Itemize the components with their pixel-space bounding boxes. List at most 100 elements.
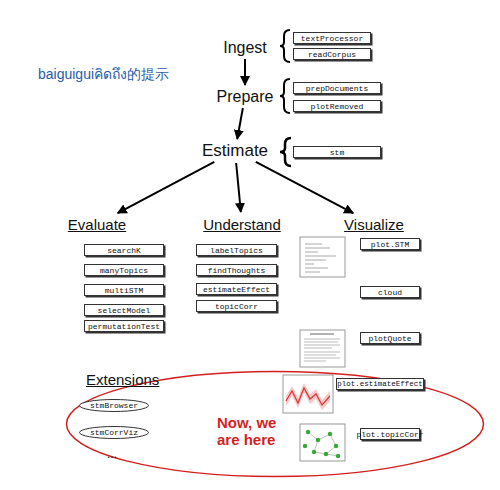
extension-ellipse: stmCorrViz (78, 425, 150, 440)
thumbnail-line (305, 268, 328, 269)
node-label: searchK (107, 246, 141, 255)
node-label: Evaluate (68, 216, 126, 233)
node-label: selectModel (98, 306, 151, 315)
flow-arrow (118, 162, 215, 213)
node-label: plotRemoved (311, 102, 364, 111)
thumbnail-line (305, 264, 314, 265)
node-label: Ingest (223, 39, 267, 57)
thumbnail-line (305, 248, 330, 249)
extension-ellipse: stmBrowser (78, 398, 150, 413)
function-box: topicCorr (196, 300, 277, 312)
function-box: multiSTM (84, 284, 164, 296)
function-box: cloud (360, 286, 420, 298)
ellipse-shape (80, 400, 149, 412)
function-box: plot.estimateEffect (336, 378, 424, 390)
flow-arrow (237, 108, 243, 139)
node-label: stm (330, 148, 344, 157)
thumbnail-frame (300, 237, 345, 277)
function-box: permutationTest (84, 320, 164, 332)
node-label: labelTopics (210, 246, 263, 255)
network-dot (336, 454, 340, 458)
thumbnail-frame (300, 330, 345, 367)
plot-thumbnail (300, 237, 345, 277)
node-label: plotQuote (368, 334, 411, 343)
network-dot (306, 430, 310, 434)
function-box: readCorpus (293, 48, 371, 60)
node-label: plot.estimateEffect (337, 380, 423, 388)
node-label: plot.STM (371, 240, 409, 249)
thumbnail-line (304, 348, 332, 349)
node-label: readCorpus (308, 50, 356, 59)
thumbnail-line (305, 244, 322, 245)
node-label: manyTopics (100, 266, 148, 275)
function-box: textProcessor (293, 32, 371, 44)
network-edges (308, 432, 338, 456)
node-label: Visualize (344, 216, 404, 233)
function-box: plotRemoved (293, 100, 381, 112)
node-label: Prepare (217, 88, 274, 106)
function-box: prepDocuments (293, 82, 381, 94)
node-label: cloud (378, 288, 402, 297)
watermark-text: baiguiguiคิดถึง的提示 (38, 63, 169, 85)
ellipsis-text: ... (107, 447, 117, 461)
function-box: selectModel (84, 304, 164, 316)
node-label: Understand (203, 216, 281, 233)
section-heading: Visualize (333, 214, 415, 234)
flow-arrow (236, 163, 241, 212)
function-box: findThoughts (196, 264, 277, 276)
node-label: prepDocuments (306, 84, 368, 93)
curly-bracket (280, 30, 290, 62)
section-heading: Understand (196, 214, 288, 234)
thumbnail-line (304, 342, 338, 343)
thumbnail-line (304, 361, 326, 362)
function-box: plotQuote (360, 332, 420, 344)
stage-heading: Estimate (190, 141, 280, 161)
quote-thumbnail (300, 330, 345, 367)
ellipse-shape (67, 372, 484, 477)
thumbnail-line (304, 355, 336, 356)
node-label: topicCorr (215, 302, 258, 311)
thumbnail-frame (300, 424, 345, 461)
thumbnail-line (304, 358, 340, 359)
confidence-band (286, 383, 330, 410)
function-box: manyTopics (84, 264, 164, 276)
thumbnail-line (305, 272, 320, 273)
effect-thumbnail (283, 375, 333, 413)
network-dot (324, 452, 328, 456)
section-heading: Evaluate (58, 214, 136, 234)
thumbnail-line (305, 256, 336, 257)
thumbnail-line (304, 345, 340, 346)
node-label: multiSTM (105, 286, 143, 295)
network-dot (312, 450, 316, 454)
curly-bracket (280, 138, 291, 166)
section-heading: Extensions (86, 371, 159, 388)
thumbnail-frame (283, 375, 333, 413)
network-dot (316, 438, 320, 442)
node-label: permutationTest (88, 322, 160, 331)
function-box: labelTopics (196, 244, 277, 256)
flow-arrow (244, 59, 246, 85)
network-thumbnail (300, 424, 345, 461)
thumbnail-line (310, 334, 334, 335)
thumbnail-line (304, 352, 340, 353)
callout-text: Now, we are here (217, 414, 277, 448)
node-label: estimateEffect (203, 285, 270, 294)
function-box: estimateEffect (196, 283, 277, 295)
function-box: plot.topicCorr (360, 428, 420, 440)
ellipse-shape (80, 427, 149, 439)
stage-heading: Ingest (205, 38, 285, 57)
function-box: stm (293, 146, 381, 158)
effect-line (286, 388, 330, 405)
curly-bracket (280, 79, 290, 113)
node-label: textProcessor (301, 34, 363, 43)
function-box: searchK (84, 244, 164, 256)
thumbnail-line (304, 339, 340, 340)
thumbnail-line (305, 252, 318, 253)
node-label: stmBrowser (90, 401, 138, 410)
node-label: stmCorrViz (90, 428, 138, 437)
stage-heading: Prepare (200, 87, 290, 106)
thumbnail-line (305, 260, 326, 261)
network-dot (334, 444, 338, 448)
network-dot (303, 444, 307, 448)
